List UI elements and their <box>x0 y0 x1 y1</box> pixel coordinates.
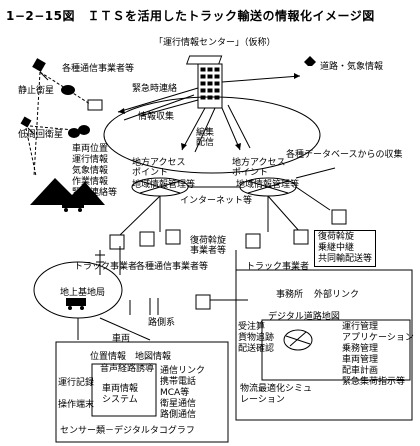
return-cargo-left: 復荷斡旋 事業者等 <box>190 236 227 256</box>
truck-operator-left: トラック事業者 <box>74 262 138 272</box>
geostationary-sat-label: 静止衛星 <box>18 86 55 96</box>
vehicle-box-route: 音声経路誘導 <box>100 364 155 374</box>
access-point-left: 地方アクセス ポイント <box>132 158 186 178</box>
satellite-dish-icon <box>61 85 103 138</box>
database-label: 各種データベースからの収集 <box>286 150 403 160</box>
map-icon <box>283 329 313 351</box>
list-item: 受注算 <box>238 322 266 332</box>
office-left-list: 受注算 貨物追跡 配送確認 <box>238 322 274 355</box>
list-item: 車両位置 <box>72 144 109 154</box>
list-item: 配送確認 <box>238 344 275 354</box>
vehicle-comm-list: 通信リンク 携帯電話 MCA等 衛星通信 路側通信 <box>160 366 205 421</box>
list-item: 乗務管理 <box>342 344 379 354</box>
list-item: 運行管理 <box>342 322 379 332</box>
server-building-icon <box>186 55 223 109</box>
digital-map-label: デジタル道路地図 <box>268 312 340 322</box>
antenna-tower-icon <box>95 250 105 275</box>
office-bottom-label: 物流最適化シミュ レーション <box>240 384 313 405</box>
mountain-truck-icon <box>30 178 105 212</box>
center-label: 「運行情報センター」（仮称） <box>154 38 276 48</box>
truck-operator-right: トラック事業者 <box>246 262 310 272</box>
list-item: 配車計画 <box>342 366 379 376</box>
ground-station-label: 地上基地局 <box>60 288 106 298</box>
vehicle-info-list: 車両位置 運行情報 気象情報 作業情報 緊急連絡等 <box>72 144 117 199</box>
regional-info-left: 地域情報管理等 <box>132 180 196 190</box>
info-collection-label: 情報収集 <box>138 112 175 122</box>
office-label: 事務所 <box>276 290 304 300</box>
list-item: 貨物追跡 <box>238 333 275 343</box>
list-item: 緊急集荷指示等 <box>342 377 406 387</box>
comm-operator-top: 各種通信事業者等 <box>62 64 135 74</box>
truck-icon <box>66 298 86 310</box>
vehicle-system-label: 車両情報 システム <box>102 384 139 405</box>
vehicle-box-top: 位置情報 地図情報 <box>90 352 172 362</box>
list-item: 衛星通信 <box>160 399 197 409</box>
terminal-label: 操作端末 <box>58 400 95 410</box>
low-orbit-satellite-icon <box>20 116 35 135</box>
emergency-label: 緊急時連絡 <box>132 84 178 94</box>
access-point-right: 地方アクセス ポイント <box>232 158 286 178</box>
regional-info-right: 地域情報管理等 <box>236 180 300 190</box>
office-building-icon <box>109 209 347 310</box>
road-system-label: 路側系 <box>148 318 176 328</box>
edit-distribute-label: 編集 配信 <box>196 128 215 148</box>
geostationary-satellite-icon <box>32 58 49 81</box>
vehicle-label: 車両 <box>112 334 131 344</box>
list-item: 通信リンク <box>160 366 206 376</box>
comm-operator-mid: 各種通信事業者等 <box>136 262 209 272</box>
list-item: 作業情報 <box>72 177 109 187</box>
figure-title: 1−2−15図 ＩＴＳを活用したトラック輸送の情報化イメージ図 <box>6 9 375 23</box>
operation-record-label: 運行記録 <box>58 378 95 388</box>
vehicle-box-bottom: センサー類－デジタルタコグラフ <box>60 426 195 436</box>
low-orbit-sat-label: 低周回衛星 <box>18 130 64 140</box>
list-item: 携帯電話 <box>160 377 197 387</box>
list-item: アプリケーション <box>342 333 414 343</box>
office-right-list: 運行管理 アプリケーション 乗務管理 車両管理 配車計画 緊急集荷指示等 <box>342 322 414 388</box>
list-item: 気象情報 <box>72 166 109 176</box>
road-weather-label: 道路・気象情報 <box>320 62 384 72</box>
list-item: 車両管理 <box>342 355 379 365</box>
list-item: 路側通信 <box>160 410 197 420</box>
list-item: 緊急連絡等 <box>72 188 118 198</box>
list-item: 運行情報 <box>72 155 109 165</box>
internet-label: インターネット等 <box>180 196 253 206</box>
road-pole-icon <box>129 298 159 315</box>
external-link-label: 外部リンク <box>314 290 360 300</box>
return-cargo-right: 復荷斡旋 乗継中継 共同輸配送等 <box>314 230 377 267</box>
weather-antenna-icon <box>304 56 316 66</box>
list-item: MCA等 <box>160 388 190 398</box>
